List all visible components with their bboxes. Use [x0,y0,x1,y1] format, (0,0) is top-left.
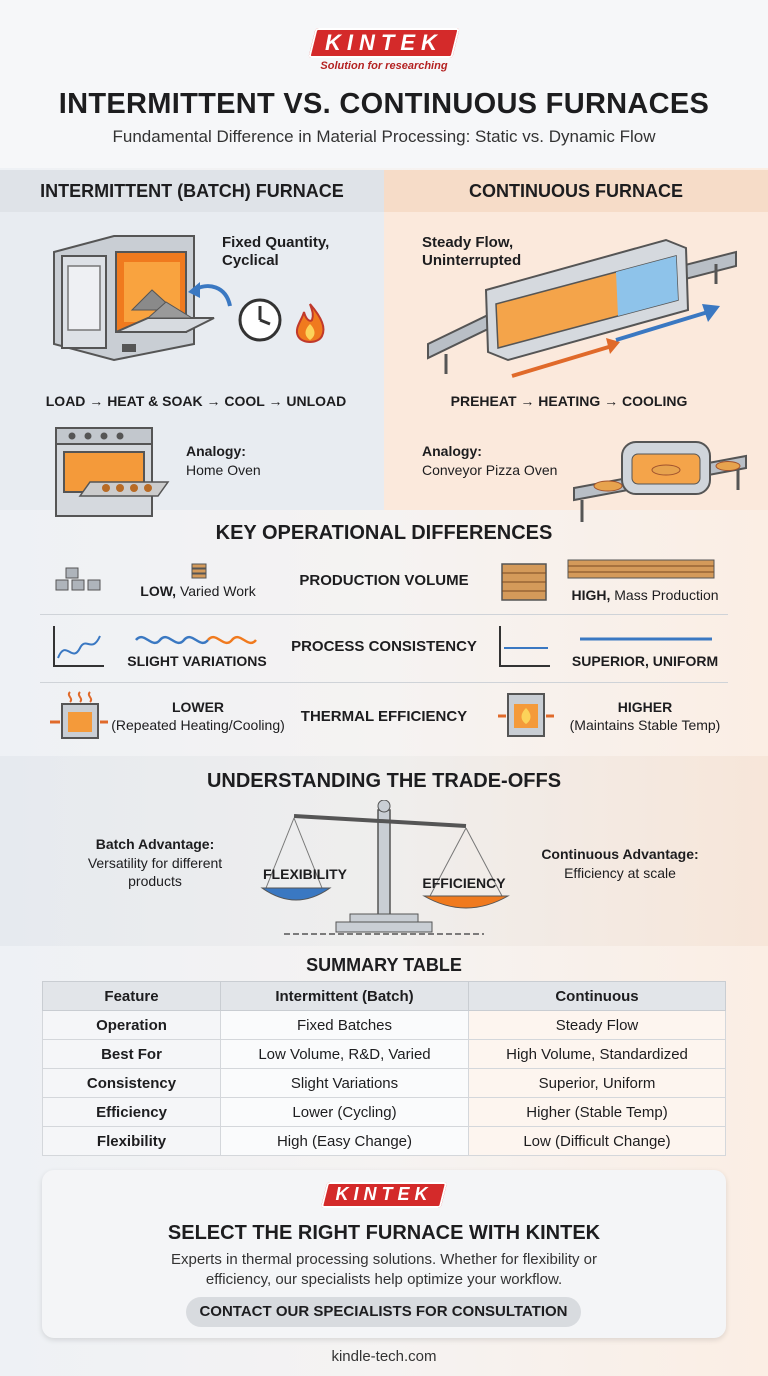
uniform-line-icon [580,637,712,641]
batch-furnace-illustration [53,235,215,362]
efficiency-pan-label: EFFICIENCY [422,875,506,891]
table-cell: Low (Difficult Change) [468,1126,726,1156]
small-blocks-icon [55,567,101,591]
flexibility-label: FLEXIBILITY [263,866,347,882]
clock-icon [238,298,282,342]
tradeoffs-title: UNDERSTANDING THE TRADE-OFFS [206,770,562,792]
batch-advantage-line1: Versatility for different [87,855,223,871]
mass-production-icon [567,559,715,579]
table-cell: Operation [42,1010,221,1040]
consistency-label: PROCESS CONSISTENCY [291,638,477,655]
table-cell: Superior, Uniform [468,1068,726,1098]
table-cell: Best For [42,1039,221,1069]
contact-specialists-button[interactable]: CONTACT OUR SPECIALISTS FOR CONSULTATION [186,1297,581,1327]
stable-furnace-icon [498,693,554,737]
summary-table: Feature Intermittent (Batch) Continuous … [42,981,726,1156]
cta-description: Experts in thermal processing solutions.… [170,1251,597,1288]
summary-title: SUMMARY TABLE [306,955,462,975]
table-cell: Flexibility [42,1126,221,1156]
table-row: Best For Low Volume, R&D, Varied High Vo… [42,1039,726,1069]
batch-advantage-title: Batch Advantage: [95,836,215,852]
large-stack-icon [501,563,547,601]
batch-advantage-line2: products [128,873,182,889]
batch-caption-line1: Fixed Quantity, [222,234,330,251]
heat-loss-furnace-icon [50,691,108,739]
efficiency-batch: LOWER (Repeated Heating/Cooling) [111,699,285,733]
table-row: Consistency Slight Variations Superior, … [42,1068,726,1098]
stable-graph-icon [499,626,550,667]
table-cell: Slight Variations [220,1068,469,1098]
row-divider [40,614,728,615]
continuous-flow: PREHEAT → HEATING → COOLING [450,393,688,409]
consistency-batch: SLIGHT VARIATIONS [127,653,267,669]
efficiency-continuous: HIGHER (Maintains Stable Temp) [569,699,721,733]
batch-flow: LOAD → HEAT & SOAK → COOL → UNLOAD [45,393,347,409]
page-subtitle: Fundamental Difference in Material Proce… [112,127,656,146]
volume-label: PRODUCTION VOLUME [299,572,469,589]
table-row: Flexibility High (Easy Change) Low (Diff… [42,1126,726,1156]
page-title: INTERMITTENT VS. CONTINUOUS FURNACES [58,88,710,120]
continuous-heading-bar [384,170,768,212]
table-cell: Higher (Stable Temp) [468,1097,726,1127]
continuous-heading: CONTINUOUS FURNACE [469,181,683,201]
batch-heading: INTERMITTENT (BATCH) FURNACE [40,181,344,201]
cycle-arrow-icon [188,282,232,307]
logo-text-small: KINTEK [335,1184,433,1204]
small-stack-icon [191,563,207,579]
continuous-caption-line2: Uninterrupted [422,252,522,269]
table-cell: Efficiency [42,1097,221,1127]
row-divider [40,682,728,683]
table-cell: Fixed Batches [220,1010,469,1040]
variation-graph-icon [53,626,104,667]
flow-arrows-icon [511,304,720,378]
continuous-furnace-illustration [427,238,737,374]
continuous-caption-line1: Steady Flow, [422,234,514,251]
efficiency-label: THERMAL EFFICIENCY [300,708,468,725]
column-header: Continuous [468,981,726,1011]
home-oven-illustration [55,427,170,517]
table-cell: Lower (Cycling) [220,1097,469,1127]
table-cell: Steady Flow [468,1010,726,1040]
volume-continuous: HIGH, Mass Production [571,587,719,603]
column-header: Intermittent (Batch) [220,981,469,1011]
column-header: Feature [42,981,221,1011]
batch-heading-bar [0,170,384,212]
table-cell: Consistency [42,1068,221,1098]
table-cell: High (Easy Change) [220,1126,469,1156]
wave-icon [135,635,257,645]
balance-scale-illustration [260,800,510,935]
table-row: Efficiency Lower (Cycling) Higher (Stabl… [42,1097,726,1127]
table-row: Operation Fixed Batches Steady Flow [42,1010,726,1040]
batch-caption-line2: Cyclical [222,252,279,269]
continuous-advantage-title: Continuous Advantage: [541,846,699,862]
pizza-oven-illustration [573,441,747,522]
table-header-row: Feature Intermittent (Batch) Continuous [42,981,726,1011]
continuous-advantage-text: Efficiency at scale [564,865,676,881]
table-cell: High Volume, Standardized [468,1039,726,1069]
footer-url[interactable]: kindle-tech.com [331,1348,437,1365]
continuous-analogy-text: Conveyor Pizza Oven [422,462,558,478]
table-cell: Low Volume, R&D, Varied [220,1039,469,1069]
differences-title: KEY OPERATIONAL DIFFERENCES [215,522,553,544]
batch-analogy-title: Analogy: [186,443,246,459]
cta-title: SELECT THE RIGHT FURNACE WITH KINTEK [167,1222,601,1244]
tagline: Solution for researching [320,60,448,72]
batch-analogy-text: Home Oven [186,462,261,478]
flame-icon [295,303,325,343]
continuous-analogy-title: Analogy: [422,443,482,459]
volume-batch: LOW, Varied Work [140,583,256,599]
consistency-continuous: SUPERIOR, UNIFORM [571,653,719,669]
logo-text: KINTEK [325,30,443,55]
